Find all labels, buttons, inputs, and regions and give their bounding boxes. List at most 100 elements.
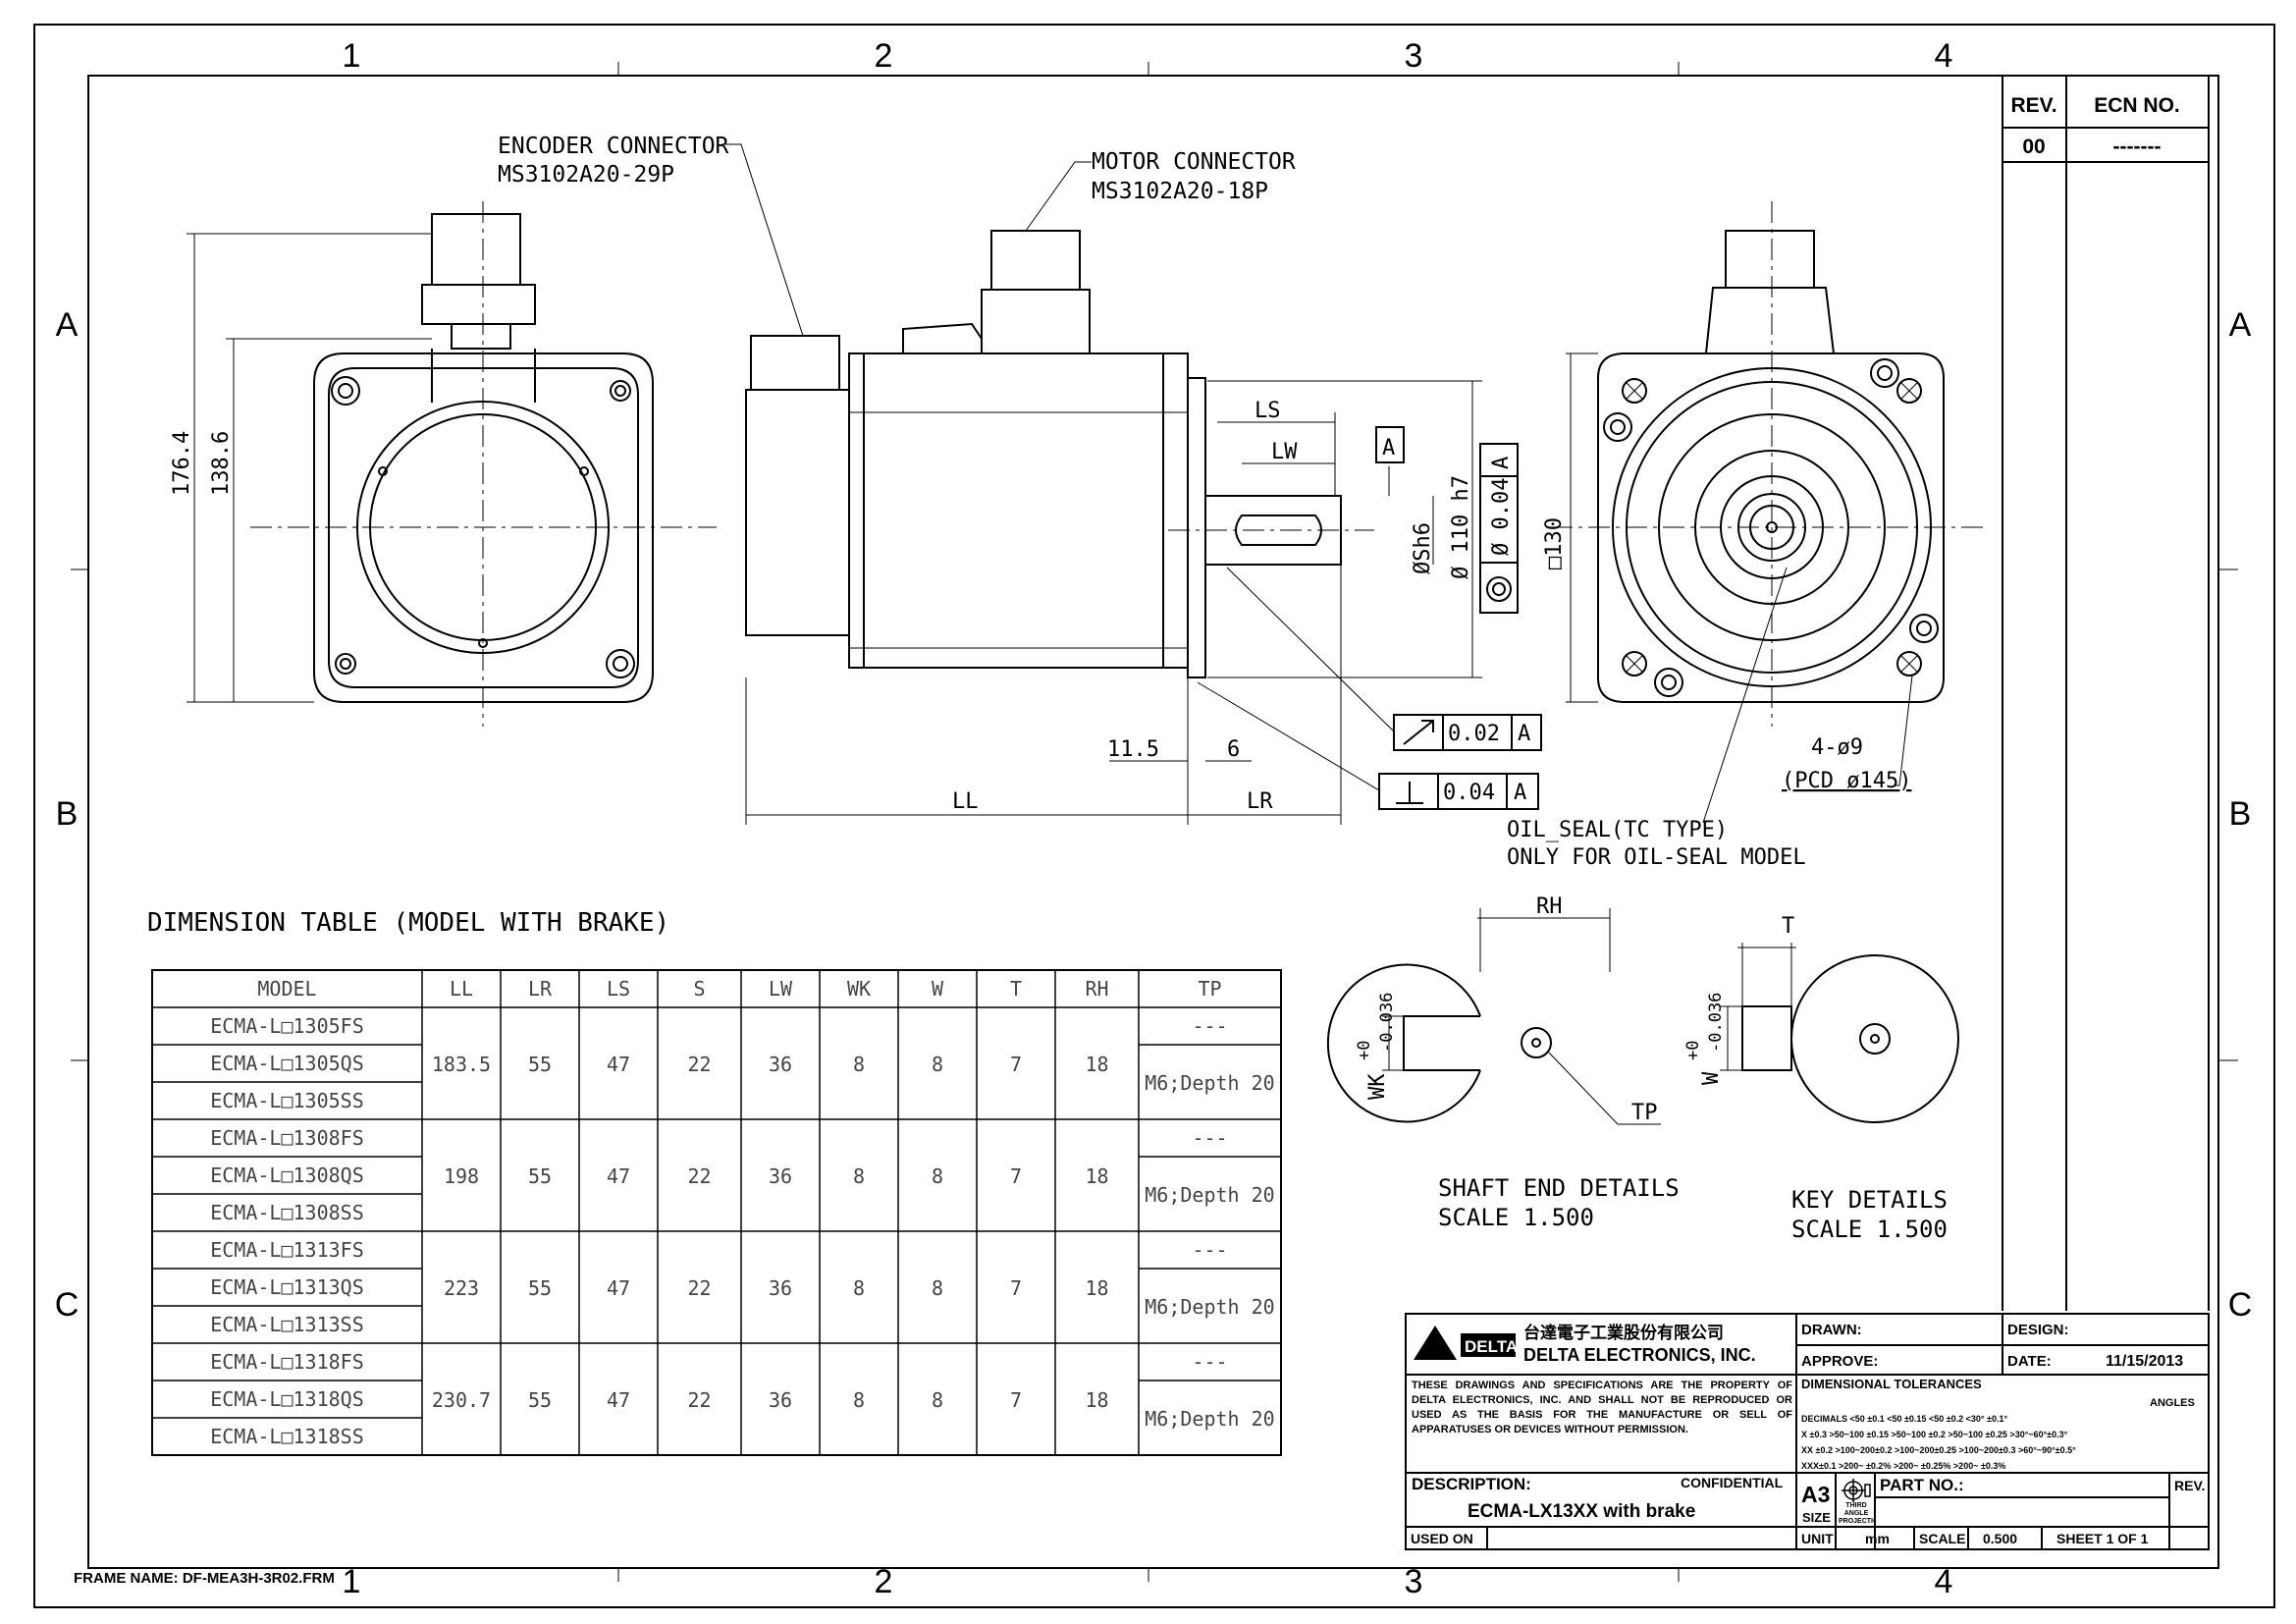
table-header-ls: LS — [607, 977, 630, 1001]
design-label: DESIGN: — [2007, 1322, 2069, 1338]
table-cell-value: 55 — [528, 1164, 552, 1188]
tol-perpendicularity-frame — [1378, 773, 1539, 810]
table-cell-tp: M6;Depth 20 — [1145, 1071, 1274, 1095]
detail-tp: TP — [1631, 1101, 1658, 1125]
table-cell-value: 7 — [1010, 1276, 1022, 1300]
rev-label-title: REV. — [2174, 1478, 2205, 1493]
table-cell-value: 230.7 — [432, 1388, 491, 1412]
company-name-cn: 台達電子工業股份有限公司 — [1523, 1323, 1724, 1342]
tolerance-title: DIMENSIONAL TOLERANCES — [1801, 1377, 1982, 1391]
company-name-en: DELTA ELECTRONICS, INC. — [1523, 1345, 1756, 1365]
part-no-label: PART NO.: — [1880, 1476, 1964, 1494]
table-header-ll: LL — [450, 977, 473, 1001]
table-cell-value: 8 — [932, 1053, 943, 1076]
callout-encoder-line1: ENCODER CONNECTOR — [498, 134, 729, 159]
drawing-frame — [33, 24, 2275, 1608]
table-cell-model: ECMA-L□1308SS — [210, 1201, 364, 1224]
table-cell-tp: --- — [1192, 1238, 1227, 1262]
table-cell-model: ECMA-L□1318FS — [210, 1350, 364, 1374]
tol-conc-datum: A — [1489, 457, 1514, 469]
dim-6: 6 — [1227, 737, 1240, 762]
table-header-tp: TP — [1198, 977, 1221, 1001]
title-block — [1405, 1313, 2210, 1550]
dim-flange-square: □130 — [1542, 517, 1567, 569]
detail-t: T — [1782, 914, 1794, 939]
dim-height-total: 176.4 — [170, 431, 194, 496]
col-label-3-bottom: 3 — [1405, 1563, 1423, 1600]
detail-w: W — [1699, 1071, 1724, 1085]
table-cell-tp: --- — [1192, 1014, 1227, 1038]
front-view-left — [187, 201, 717, 727]
dim-pilot-dia: Ø 110 h7 — [1449, 475, 1473, 579]
table-cell-value: 18 — [1085, 1388, 1108, 1412]
dimension-table-title: DIMENSION TABLE (MODEL WITH BRAKE) — [147, 908, 669, 938]
table-cell-value: 8 — [853, 1388, 865, 1412]
sheet-value: SHEET 1 OF 1 — [2056, 1531, 2149, 1546]
table-cell-value: 8 — [932, 1164, 943, 1188]
detail-w-tol-plus: +0 — [1683, 1041, 1703, 1060]
callout-encoder-line2: MS3102A20-29P — [498, 162, 674, 188]
projection-label: THIRD ANGLE PROJECTION — [1839, 1502, 1874, 1525]
callout-oil-seal-line1: OIL_SEAL(TC TYPE) — [1507, 818, 1728, 842]
col-label-1-bottom: 1 — [343, 1563, 361, 1600]
table-cell-value: 18 — [1085, 1164, 1108, 1188]
table-cell-value: 47 — [607, 1053, 630, 1076]
logo-text: DELTA — [1465, 1337, 1518, 1356]
table-cell-value: 18 — [1085, 1053, 1108, 1076]
table-cell-value: 7 — [1010, 1388, 1022, 1412]
third-angle-projection-icon — [1842, 1479, 1871, 1502]
tol-conc-value: Ø 0.04 — [1489, 478, 1514, 556]
table-header-t: T — [1010, 977, 1022, 1001]
table-cell-model: ECMA-L□1313SS — [210, 1313, 364, 1336]
detail-wk: WK — [1365, 1073, 1390, 1100]
used-on-label: USED ON — [1411, 1531, 1473, 1546]
row-label-b-right: B — [2229, 795, 2252, 833]
table-cell-value: 47 — [607, 1276, 630, 1300]
detail-w-tol-minus: -0.036 — [1706, 993, 1726, 1053]
revision-block — [2002, 76, 2210, 1311]
col-label-2-bottom: 2 — [875, 1563, 893, 1600]
table-cell-tp: M6;Depth 20 — [1145, 1183, 1274, 1207]
tol-perp-datum: A — [1514, 781, 1526, 805]
col-label-4-top: 4 — [1935, 37, 1953, 75]
dim-ll: LL — [952, 789, 979, 814]
table-cell-value: 55 — [528, 1053, 552, 1076]
scale-label: SCALE — [1919, 1531, 1965, 1546]
detail-wk-tol-plus: +0 — [1355, 1041, 1374, 1060]
table-cell-value: 55 — [528, 1388, 552, 1412]
table-cell-model: ECMA-L□1308QS — [210, 1164, 364, 1187]
table-cell-value: 22 — [687, 1276, 711, 1300]
table-header-wk: WK — [847, 977, 871, 1001]
dim-lw: LW — [1271, 440, 1298, 464]
table-cell-value: 8 — [932, 1388, 943, 1412]
delta-logo — [1414, 1326, 1516, 1360]
table-cell-value: 8 — [853, 1276, 865, 1300]
table-cell-model: ECMA-L□1318QS — [210, 1387, 364, 1411]
table-header-lw: LW — [769, 977, 793, 1001]
date-value: 11/15/2013 — [2106, 1353, 2183, 1370]
table-cell-value: 223 — [444, 1276, 479, 1300]
table-cell-tp: M6;Depth 20 — [1145, 1295, 1274, 1319]
row-label-c-right: C — [2228, 1286, 2253, 1324]
key-detail-title: KEY DETAILS — [1791, 1186, 1948, 1214]
col-label-3-top: 3 — [1405, 37, 1423, 75]
confidential-label: CONFIDENTIAL — [1681, 1475, 1784, 1490]
table-cell-value: 36 — [769, 1053, 792, 1076]
front-view-right — [1551, 201, 1983, 824]
frame-name: FRAME NAME: DF-MEA3H-3R02.FRM — [74, 1570, 335, 1587]
table-cell-value: 47 — [607, 1388, 630, 1412]
table-cell-value: 8 — [932, 1276, 943, 1300]
shaft-detail-title: SHAFT END DETAILS — [1438, 1174, 1680, 1202]
grid-labels: 1 2 3 4 1 2 3 4 A B C A B C — [55, 37, 2253, 1600]
tol-perp-value: 0.04 — [1443, 781, 1495, 805]
tolerance-row-3: XX ±0.2 >100~200±0.2 >100~200±0.25 >100~… — [1801, 1445, 2076, 1455]
table-cell-model: ECMA-L□1313FS — [210, 1238, 364, 1262]
table-cell-value: 18 — [1085, 1276, 1108, 1300]
col-label-2-top: 2 — [875, 37, 893, 75]
table-cell-value: 183.5 — [432, 1053, 491, 1076]
table-cell-model: ECMA-L□1318SS — [210, 1425, 364, 1448]
table-cell-value: 8 — [853, 1053, 865, 1076]
tol-runout-frame — [1393, 714, 1542, 751]
table-header-s: S — [693, 977, 705, 1001]
